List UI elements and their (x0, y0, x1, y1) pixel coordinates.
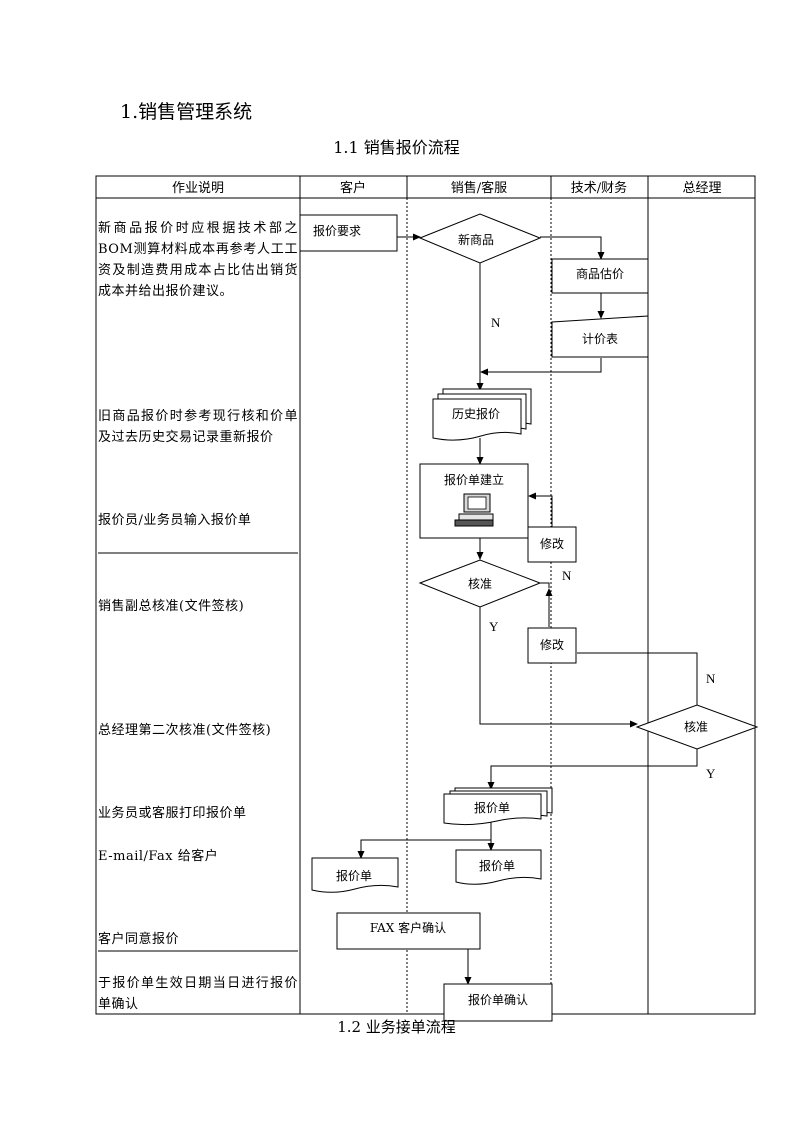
description-customer-agree: 客户同意报价 (98, 932, 180, 947)
fax-confirm-box: FAX 客户确认 (336, 912, 481, 950)
lane-header-customer: 客户 (340, 180, 366, 196)
history-quote-label: 历史报价 (452, 406, 500, 421)
branch-y-approve-2: Y (706, 766, 716, 781)
sales-quote-label: 报价单 (479, 858, 515, 873)
new-product-decision: 新商品 (418, 213, 542, 264)
final-confirm-box: 报价单确认 (443, 983, 553, 1022)
branch-n-approve-1: N (562, 568, 572, 583)
quote-create-label: 报价单建立 (444, 472, 504, 487)
print-quote-documents: 报价单 (443, 787, 553, 826)
quote-create-box: 报价单建立 (419, 463, 529, 539)
approve-decision-2: 核准 (635, 704, 759, 750)
computer-icon (454, 493, 494, 527)
connectors (357, 233, 698, 985)
print-quote-label: 报价单 (474, 800, 510, 815)
lane-header-gm: 总经理 (682, 181, 721, 196)
fax-confirm-label: FAX 客户确认 (370, 920, 446, 935)
description-print-quote: 业务员或客服打印报价单 (98, 806, 247, 821)
page-heading: 1.销售管理系统 (120, 101, 253, 123)
final-confirm-label: 报价单确认 (468, 992, 528, 1007)
lane-headers: 作业说明 客户 销售/客服 技术/财务 总经理 (172, 180, 722, 196)
swimlane-table (95, 175, 756, 1015)
description-new-product: 新商品报价时应根据技术部之BOM测算材料成本再参考人工工资及制造费用成本占比估出… (98, 221, 298, 299)
new-product-label: 新商品 (458, 232, 494, 247)
price-table-input: 计价表 (551, 315, 649, 358)
lane-header-tech-finance: 技术/财务 (571, 180, 627, 196)
branch-n-approve-2: N (706, 671, 716, 686)
approve-decision-1: 核准 (418, 559, 542, 608)
description-old-product: 旧商品报价时参考现行核和价单及过去历史交易记录重新报价 (98, 409, 298, 445)
section-title: 1.1 销售报价流程 (333, 138, 460, 157)
customer-quote-document: 报价单 (311, 857, 399, 893)
modify-box-2: 修改 (527, 627, 577, 664)
description-vp-approval: 销售副总核准(文件签核) (98, 599, 245, 614)
quote-request-box: 报价要求 (299, 214, 398, 252)
description-send-customer: E-mail/Fax 给客户 (98, 849, 219, 864)
sales-quote-document: 报价单 (455, 849, 542, 885)
description-input-quote: 报价员/业务员输入报价单 (98, 513, 252, 528)
next-section-title: 1.2 业务接单流程 (337, 1018, 456, 1036)
branch-labels: N N Y N Y (489, 315, 716, 781)
modify-label-2: 修改 (540, 637, 564, 652)
quote-request-label: 报价要求 (313, 223, 361, 238)
modify-box-1: 修改 (527, 526, 577, 563)
customer-quote-label: 报价单 (336, 868, 372, 883)
description-gm-approval: 总经理第二次核准(文件签核) (98, 723, 272, 738)
lane-header-sales: 销售/客服 (451, 180, 507, 196)
product-estimate-box: 商品估价 (551, 258, 649, 294)
approve-label-1: 核准 (468, 577, 492, 591)
branch-n-new-product: N (491, 315, 501, 330)
history-quote-documents: 历史报价 (432, 388, 532, 441)
product-estimate-label: 商品估价 (576, 266, 624, 281)
approve-label-2: 核准 (684, 720, 708, 734)
price-table-label: 计价表 (582, 332, 618, 346)
modify-label-1: 修改 (540, 536, 564, 551)
lane-header-description: 作业说明 (172, 181, 224, 196)
description-confirm-quote: 于报价单生效日期当日进行报价单确认 (98, 976, 298, 1012)
branch-y-approve-1: Y (489, 619, 499, 634)
